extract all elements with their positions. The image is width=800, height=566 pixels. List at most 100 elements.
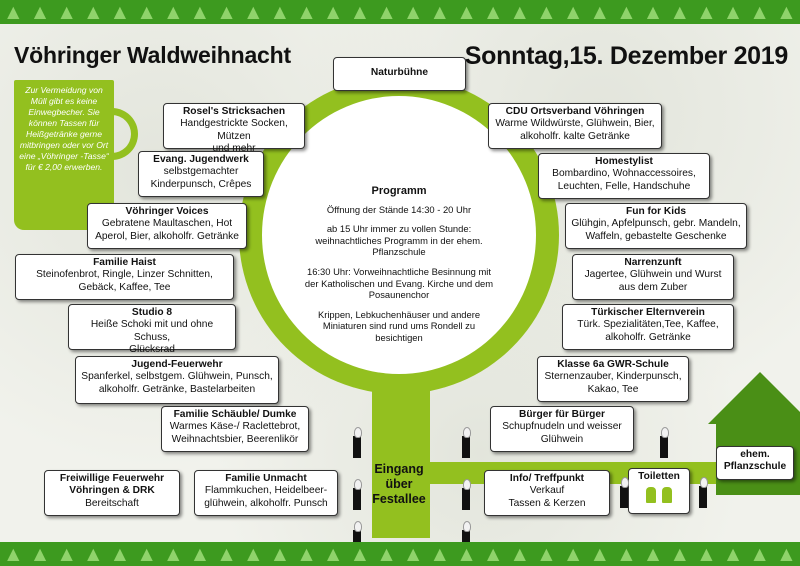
tree-icon: ▲ [113, 544, 127, 563]
stall-box: Homestylist Bombardino, Wohnaccessoires,… [538, 153, 710, 199]
tree-icon: ▲ [407, 2, 420, 21]
tree-icon: ▲ [380, 544, 393, 563]
stall-line: Türk. Spezialitäten,Tee, Kaffee, [577, 319, 719, 331]
tree-icon: ▲ [247, 2, 260, 21]
stall-box: Rosel's Stricksachen Handgestrickte Sock… [163, 103, 305, 154]
stall-line: Weihnachtsbier, Beerenlikör [171, 433, 299, 445]
tree-icon: ▲ [113, 2, 127, 21]
candle-icon [353, 521, 362, 552]
stall-box: CDU Ortsverband Vöhringen Warme Wildwürs… [488, 103, 662, 149]
tree-icon: ▲ [780, 2, 793, 21]
program-item: ab 15 Uhr immer zu vollen Stunde: weihna… [315, 223, 483, 258]
stall-line: Heiße Schoki mit und ohne Schuss, [90, 319, 214, 343]
tree-icon: ▲ [433, 544, 446, 563]
tree-icon: ▲ [300, 544, 313, 563]
house-label-line: Pflanzschule [723, 461, 787, 473]
tree-icon: ▲ [646, 544, 660, 563]
stall-name: Narrenzunft [624, 257, 682, 268]
candle-icon [660, 427, 669, 458]
cup-note-line: Einwegbecher. Sie [28, 107, 100, 117]
stall-box: Studio 8 Heiße Schoki mit und ohne Schus… [68, 304, 236, 355]
stall-box: Klasse 6a GWR-Schule Sternenzauber, Kind… [537, 356, 689, 402]
tree-icon: ▲ [726, 544, 740, 563]
festallee-path [372, 388, 430, 538]
stall-line: Verkauf [529, 485, 565, 497]
stall-line: alkoholfr. kalte Getränke [520, 130, 630, 142]
stall-name: Bürger für Bürger [518, 409, 606, 420]
stall-name: Studio 8 [131, 307, 173, 318]
tree-icon: ▲ [140, 544, 153, 563]
stall-line: glühwein, alkoholfr. Punsch [204, 497, 328, 509]
tree-icon: ▲ [780, 544, 793, 563]
entrance-label: Eingang über Festallee [363, 462, 435, 507]
tree-icon: ▲ [247, 544, 260, 563]
program-title: Programm [371, 185, 427, 197]
candle-icon [462, 427, 471, 458]
tree-icon: ▲ [167, 2, 180, 21]
cup-note-line: Müll gibt es keine [30, 96, 98, 106]
stall-name: Fun for Kids [626, 206, 686, 217]
candle-icon [699, 477, 708, 508]
tree-icon: ▲ [7, 544, 20, 563]
tree-icon: ▲ [60, 544, 73, 563]
stall-box: Familie Unmacht Flammkuchen, Heidelbeer-… [194, 470, 338, 516]
program-item: Öffnung der Stände 14:30 - 20 Uhr [326, 203, 472, 215]
stall-line: Bombardino, Wohnaccessoires, [552, 168, 696, 180]
tree-icon: ▲ [700, 544, 713, 563]
stall-line: Tassen & Kerzen [508, 497, 586, 509]
tree-icon: ▲ [273, 544, 287, 563]
page-title: Vöhringer Waldweihnacht [14, 42, 291, 68]
tree-icon: ▲ [566, 2, 580, 21]
stall-name: Freiwillige Feuerwehr [59, 473, 165, 484]
tree-icon: ▲ [753, 544, 766, 563]
house-roof-icon [708, 372, 800, 424]
stage-label: Naturbühne [370, 67, 429, 78]
stall-line: Steinofenbrot, Ringle, Linzer Schnitten, [36, 269, 213, 281]
stall-name: Familie Haist [93, 257, 156, 268]
house-label-line: ehem. [740, 449, 770, 460]
stall-line: aus dem Zuber [618, 281, 688, 293]
stall-line: und mehr [212, 143, 256, 155]
stall-line: Kakao, Tee [587, 383, 639, 395]
stall-line: Glücksrad [129, 344, 175, 356]
tree-icon: ▲ [460, 2, 473, 21]
tree-icon: ▲ [486, 2, 500, 21]
tree-icon: ▲ [460, 544, 473, 563]
stall-box: Info/ Treffpunkt Verkauf Tassen & Kerzen [484, 470, 610, 516]
stall-line: Spanferkel, selbstgem. Glühwein, Punsch, [81, 371, 273, 383]
stall-line: Warmes Käse-/ Raclettebrot, [169, 421, 301, 433]
tree-icon: ▲ [193, 544, 207, 563]
tree-icon: ▲ [87, 544, 100, 563]
candle-icon [353, 427, 362, 458]
stall-box: Bürger für Bürger Schupfnudeln und weiss… [490, 406, 634, 452]
tree-border-top: ▲▲▲▲▲▲▲▲▲▲▲▲▲▲▲▲▲▲▲▲▲▲▲▲▲▲▲▲▲▲ [0, 0, 800, 24]
tree-icon: ▲ [646, 2, 660, 21]
tree-icon: ▲ [540, 2, 553, 21]
entrance-line: Festallee [372, 492, 426, 506]
entrance-line: Eingang [374, 462, 424, 476]
tree-icon: ▲ [7, 2, 20, 21]
cup-note-line: können Tassen für [28, 118, 100, 128]
tree-icon: ▲ [540, 544, 553, 563]
tree-icon: ▲ [513, 2, 526, 21]
tree-icon: ▲ [140, 2, 153, 21]
stall-line: Vöhringen & DRK [69, 485, 155, 497]
stall-line: alkoholfr. Getränke [605, 331, 691, 343]
tree-icon: ▲ [620, 544, 633, 563]
event-date: Sonntag,15. Dezember 2019 [464, 42, 789, 70]
toilets-box: Toiletten [628, 468, 690, 514]
stall-line: Bereitschaft [85, 497, 139, 509]
tree-icon: ▲ [513, 544, 526, 563]
stall-line: Gebratene Maultaschen, Hot [101, 218, 233, 230]
tree-icon: ▲ [620, 2, 633, 21]
program: Programm Öffnung der Stände 14:30 - 20 U… [300, 185, 498, 352]
stall-line: Kinderpunsch, Crêpes [150, 178, 252, 190]
program-item: Krippen, Lebkuchenhäuser und andere Mini… [317, 308, 481, 343]
cup-note-line: mitbringen oder vor Ort [19, 140, 109, 150]
tree-icon: ▲ [60, 2, 73, 21]
stall-name: Homestylist [595, 156, 653, 167]
stall-line: Leuchten, Felle, Handschuhe [557, 180, 691, 192]
stall-name: CDU Ortsverband Vöhringen [505, 106, 645, 117]
tree-icon: ▲ [353, 2, 367, 21]
stall-box: Vöhringer Voices Gebratene Maultaschen, … [87, 203, 247, 249]
